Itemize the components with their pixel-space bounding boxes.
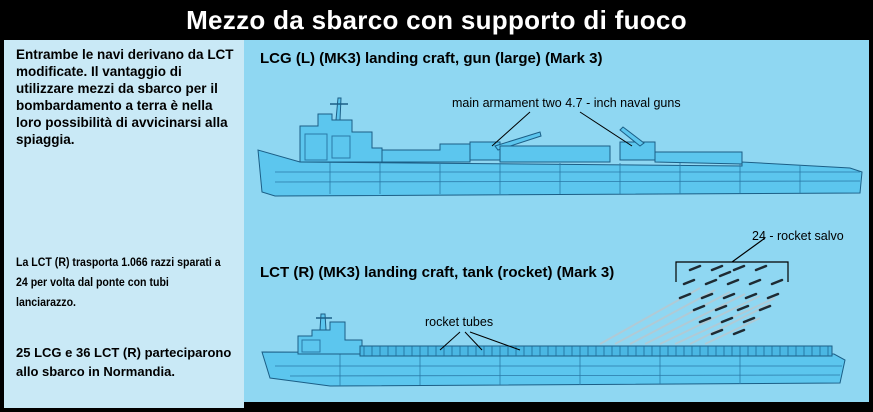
note-normandy: 25 LCG e 36 LCT (R) parteciparono allo s… [16,345,232,379]
note-rocket-load: La LCT (R) trasporta 1.066 razzi sparati… [16,257,221,309]
rocket-tubes-leader-3 [469,331,521,351]
rocket-tube-hatching [363,346,829,356]
lcg-gun-forward-2 [619,141,656,161]
lct-bridge [297,321,363,355]
salvo-bracket [675,237,789,282]
lcg-superstructure [299,113,383,163]
page-title: Mezzo da sbarco con supporto di fuoco [186,5,687,35]
note-modified-lct: Entrambe le navi derivano da LCT modific… [16,47,234,147]
notes-panel [4,40,244,408]
lcg-gun-forward-1 [469,141,501,161]
lct-hull [261,351,846,387]
lct-ship-illustration [261,313,846,387]
lct-title: LCT (R) (MK3) landing craft, tank (rocke… [260,264,615,281]
lcg-gun-leader-right [579,111,633,147]
lcg-armament-annotation: main armament two 4.7 - inch naval guns [452,96,681,110]
rocket-tubes-leader-1 [439,331,461,351]
lcg-title: LCG (L) (MK3) landing craft, gun (large)… [260,50,603,67]
rocket-tubes-annotation: rocket tubes [425,315,494,329]
lcg-gun-leader-left [491,111,531,147]
lcg-ship-illustration [257,97,863,197]
rocket-salvo [678,264,784,336]
rocket-tubes-leader-2 [464,331,483,351]
rocket-salvo-annotation: 24 - rocket salvo [752,229,844,243]
